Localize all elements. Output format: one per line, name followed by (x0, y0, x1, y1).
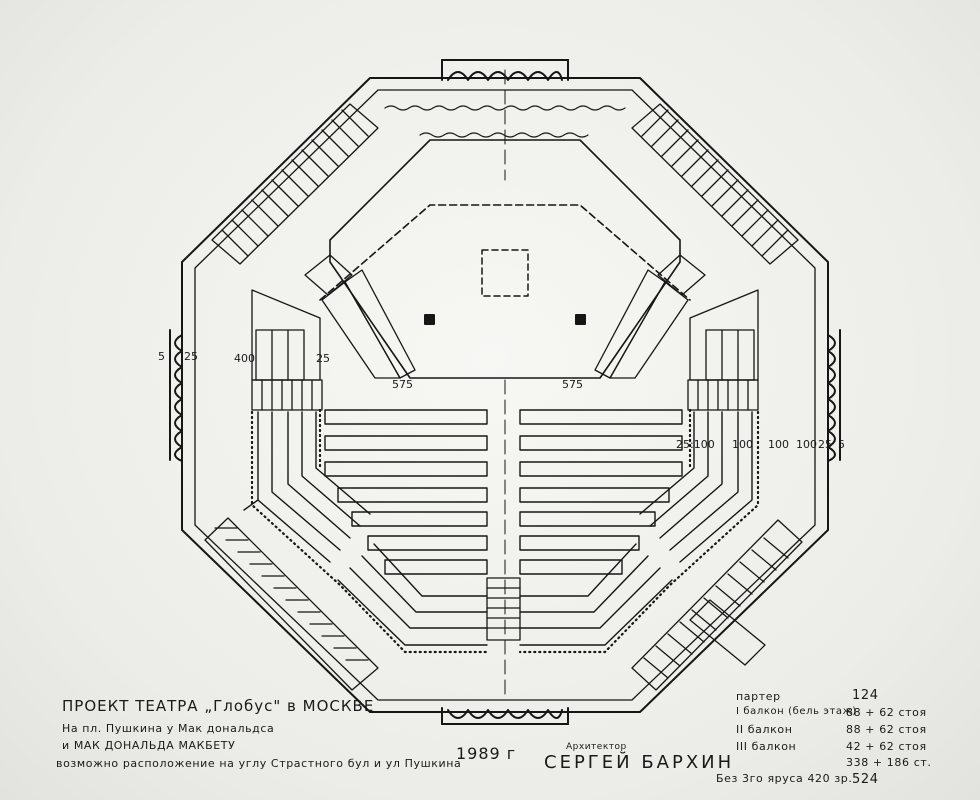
caption-line-2: На пл. Пушкина у Мак дональдса (62, 722, 275, 735)
stage-curtain (384, 105, 626, 111)
stairs-top-right (631, 103, 799, 265)
caption-line-4: возможно расположение на углу Страстного… (56, 757, 462, 770)
side-boxes-right (687, 289, 759, 411)
dotted-railings (250, 408, 760, 654)
stairs-bottom-left (204, 517, 379, 691)
parterre-left (324, 409, 488, 575)
left-portal (169, 329, 183, 462)
dim-575-left: 575 (392, 378, 413, 391)
caption-title: ПРОЕКТ ТЕАТРА „Глобус" в МОСКВЕ (62, 697, 375, 715)
top-portal (441, 59, 569, 81)
year: 1989 г (456, 744, 517, 763)
balcony-left (243, 411, 371, 563)
dim-100-a: 100 (732, 438, 753, 451)
dim-5-right: 5 (838, 438, 845, 451)
balcony-bottom-left (337, 543, 488, 646)
column-right (575, 314, 586, 325)
column-left (424, 314, 435, 325)
dim-575-right: 575 (562, 378, 583, 391)
architect-role: Архитектор (566, 742, 627, 752)
dim-100-b: 100 (768, 438, 789, 451)
seating-value-total: 338 + 186 ст. (846, 756, 932, 769)
parterre-right (519, 409, 683, 575)
dim-100-c: 100 (796, 438, 817, 451)
dim-25-100: 25:100 (676, 438, 715, 451)
wing-loges-right (594, 254, 706, 379)
dim-25-left-inner: 25 (316, 352, 330, 365)
seating-value-balcony-3: 42 + 62 стоя (846, 740, 927, 753)
architect-name: СЕРГЕЙ БАРХИН (544, 752, 735, 773)
seating-note-value: 524 (852, 772, 879, 787)
seating-value-balcony-2: 88 + 62 стоя (846, 723, 927, 736)
balcony-bottom-right (519, 543, 673, 646)
balcony-right (639, 411, 753, 563)
bottom-portal (441, 707, 569, 725)
stairs-top-left (211, 103, 379, 265)
dim-25-right: 25 (818, 438, 832, 451)
wing-loges-left (304, 254, 416, 379)
stage-dashed-line (319, 204, 691, 301)
seating-note: Без 3го яруса 420 зр. (716, 772, 853, 785)
seating-label-balcony-3: III балкон (736, 740, 797, 753)
seating-value-balcony-1: 88 + 62 стоя (846, 706, 927, 719)
right-portal (827, 329, 841, 462)
seating-label-balcony-2: II балкон (736, 723, 793, 736)
inner-octagon-wall (194, 89, 816, 701)
dim-5-left: 5 (158, 350, 165, 363)
seating-label-parterre: партер (736, 690, 781, 703)
side-boxes-left (251, 289, 323, 411)
caption-line-3: и МАК ДОНАЛЬДА МАКБЕТУ (62, 739, 236, 752)
central-stair (486, 577, 521, 641)
seating-label-balcony-1: I балкон (бель этаж) (736, 706, 857, 717)
dim-25-left: 25 (184, 350, 198, 363)
seating-value-parterre: 124 (852, 688, 879, 703)
dim-400: 400 (234, 352, 255, 365)
stage-outline (329, 139, 681, 379)
stairs-bottom-right (631, 519, 803, 691)
stage-trap (481, 249, 529, 297)
